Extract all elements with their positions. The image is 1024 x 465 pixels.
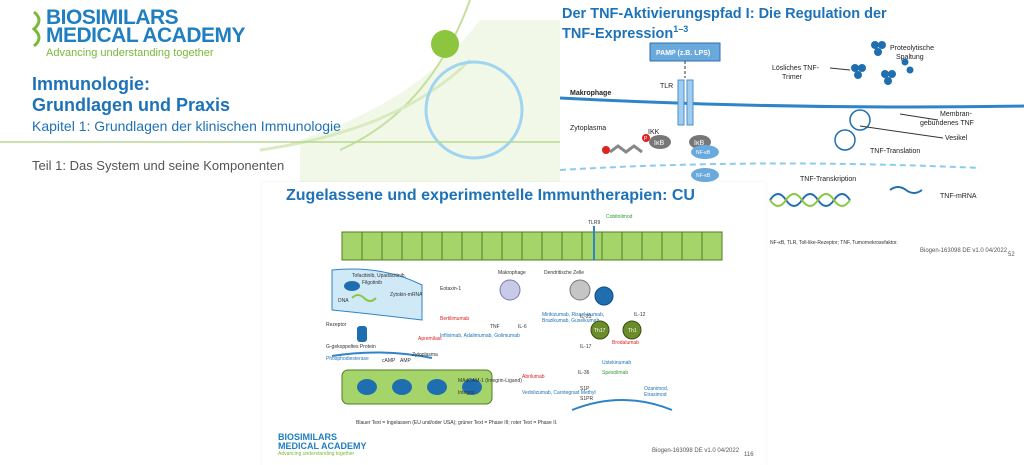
mirikizumab-label: Mirikizumab, Risankizumab,Brazikumab, Gu… xyxy=(542,312,604,324)
eotaxin-label: Eotaxin-1 xyxy=(440,286,461,292)
abrilumab-label: Abrilumab xyxy=(522,374,545,380)
zytoplasma-label: Zytoplasma xyxy=(570,125,606,132)
ikk-label: IKK xyxy=(648,129,660,136)
camp-label: cAMP xyxy=(382,358,396,364)
gprotein-label: G-gekoppeltes Protein xyxy=(326,344,376,350)
pde-label: Phosphodiesterase xyxy=(326,356,369,362)
logo-mark-icon xyxy=(32,10,41,48)
tnf-slide-title-line1: Der TNF-Aktivierungspfad I: Die Regulati… xyxy=(562,6,887,22)
cobitolimod-label: Cobitolimod xyxy=(606,214,633,220)
title-slide: BIOSIMILARS MEDICAL ACADEMY Advancing un… xyxy=(0,0,560,220)
deck-title-line2: Grundlagen und Praxis xyxy=(32,95,231,115)
s1p-label: S1P xyxy=(580,386,590,392)
epithelium xyxy=(341,231,723,261)
therapy-page-number: 116 xyxy=(744,452,754,458)
logo-line2: MEDICAL ACADEMY xyxy=(46,24,246,47)
tofacitinib-label: Tofacitinib, Upadacitinib, xyxy=(352,273,406,279)
makrophage-label: Makrophage xyxy=(570,90,611,97)
therapy-diagram: TLR9 Cobitolimod Tofacitinib, Upadacitin… xyxy=(326,214,723,426)
il12-label: IL-12 xyxy=(634,312,646,318)
il23-label: IL-23 xyxy=(580,314,592,320)
logo-line1: BIOSIMILARS xyxy=(46,6,179,29)
chapter-title: Kapitel 1: Grundlagen der klinischen Imm… xyxy=(32,118,341,134)
ustekinumab-label: Ustekinumab xyxy=(602,360,631,366)
tnf-mrna-label: TNF-mRNA xyxy=(940,193,977,200)
vesikel-label: Vesikel xyxy=(945,135,968,142)
rezeptor-label: Rezeptor xyxy=(326,322,347,328)
infliximab-label: Infliximab, Adalimumab, Golimumab xyxy=(440,333,520,339)
therapy-slide-title: Zugelassene und experimentelle Immunther… xyxy=(286,187,695,204)
nfkb-label-1: NF-κB xyxy=(696,150,711,156)
amp-label: AMP xyxy=(400,358,412,364)
dna-label: DNA xyxy=(338,298,349,304)
tnf-pathway-diagram: PAMP (z.B. LPS) TLR Makrophage Zytoplasm… xyxy=(560,41,1024,246)
pamp-label: PAMP (z.B. LPS) xyxy=(656,50,710,57)
tlr9-label: TLR9 xyxy=(588,220,600,226)
dendritische-label: Dendritische Zelle xyxy=(544,270,584,276)
membran-tnf-label: Membran-gebundenes TNF xyxy=(920,111,974,127)
spesolimab-label: Spesolimab xyxy=(602,370,628,376)
ikb-label-right: IκB xyxy=(694,140,704,147)
tnf-label: TNF xyxy=(490,324,500,330)
ozanimod-label: Ozanimod,Etrasimod xyxy=(644,386,668,398)
tnf-transkription-label: TNF-Transkription xyxy=(800,176,856,183)
therapy-logo-tagline: Advancing understanding together xyxy=(278,451,355,457)
ikb-label-left: IκB xyxy=(654,140,664,147)
therapy-slide: Zugelassene und experimentelle Immunther… xyxy=(262,182,766,465)
brodalumab-label: Brodalumab xyxy=(612,340,639,346)
makrophage2-label: Makrophage xyxy=(498,270,526,276)
tnf-footnote: NF-κB, TLR, Toll-like-Rezeptor; TNF, Tum… xyxy=(770,240,898,246)
loesliches-tnf-label: Lösliches TNF-Trimer xyxy=(772,65,820,81)
therapy-logo-line2: MEDICAL ACADEMY xyxy=(278,441,367,451)
phospho-label: P xyxy=(644,136,648,142)
tnf-slide-title-sup: 1–3 xyxy=(673,24,689,34)
il36-label: IL-36 xyxy=(578,370,590,376)
tnf-slide-title-main: TNF-Expression xyxy=(562,25,674,42)
il17-label: IL-17 xyxy=(580,344,592,350)
tnf-footer-code: Biogen-163098 DE v1.0 04/2022 xyxy=(920,248,1008,254)
bertilimumab-label: Bertilimumab xyxy=(440,316,469,322)
integrin-label: Integrin xyxy=(458,390,475,396)
therapy-logo-line1: BIOSIMILARS xyxy=(278,432,338,442)
th1-label: Th1 xyxy=(628,328,637,334)
tnf-translation-label: TNF-Translation xyxy=(870,148,920,155)
part-title: Teil 1: Das System und seine Komponenten xyxy=(32,158,285,173)
tnf-page-number: 52 xyxy=(1008,252,1015,258)
logo-tagline: Advancing understanding together xyxy=(46,47,214,59)
il6-label: IL-6 xyxy=(518,324,527,330)
tnf-slide-title-line2: TNF-Expression1–3 xyxy=(562,24,688,42)
s1pr-label: S1PR xyxy=(580,396,593,402)
zytokin-mrna-label: Zytokin-mRNA xyxy=(390,292,423,298)
tlr-label: TLR xyxy=(660,83,673,90)
nfkb-label-2: NF-κB xyxy=(696,173,711,179)
vedolizumab-label: Vedolizumab, Carotegrast Methyl xyxy=(522,390,596,396)
filgotinib-label: Filgotinib xyxy=(362,280,382,286)
madcam-label: MAdCAM-1 (Integrin-Ligand) xyxy=(458,378,522,384)
therapy-footer-code: Biogen-163098 DE v1.0 04/2022 xyxy=(652,448,740,454)
apremilast-label: Apremilast xyxy=(418,336,442,342)
deck-title-line1: Immunologie: xyxy=(32,74,150,94)
therapy-legend: Blauer Text = Ingelassen (EU und/oder US… xyxy=(356,420,557,426)
th17-label: Th17 xyxy=(594,328,606,334)
decorative-arcs xyxy=(0,0,560,220)
zytoplasma2-label: Zytoplasma xyxy=(412,352,438,358)
